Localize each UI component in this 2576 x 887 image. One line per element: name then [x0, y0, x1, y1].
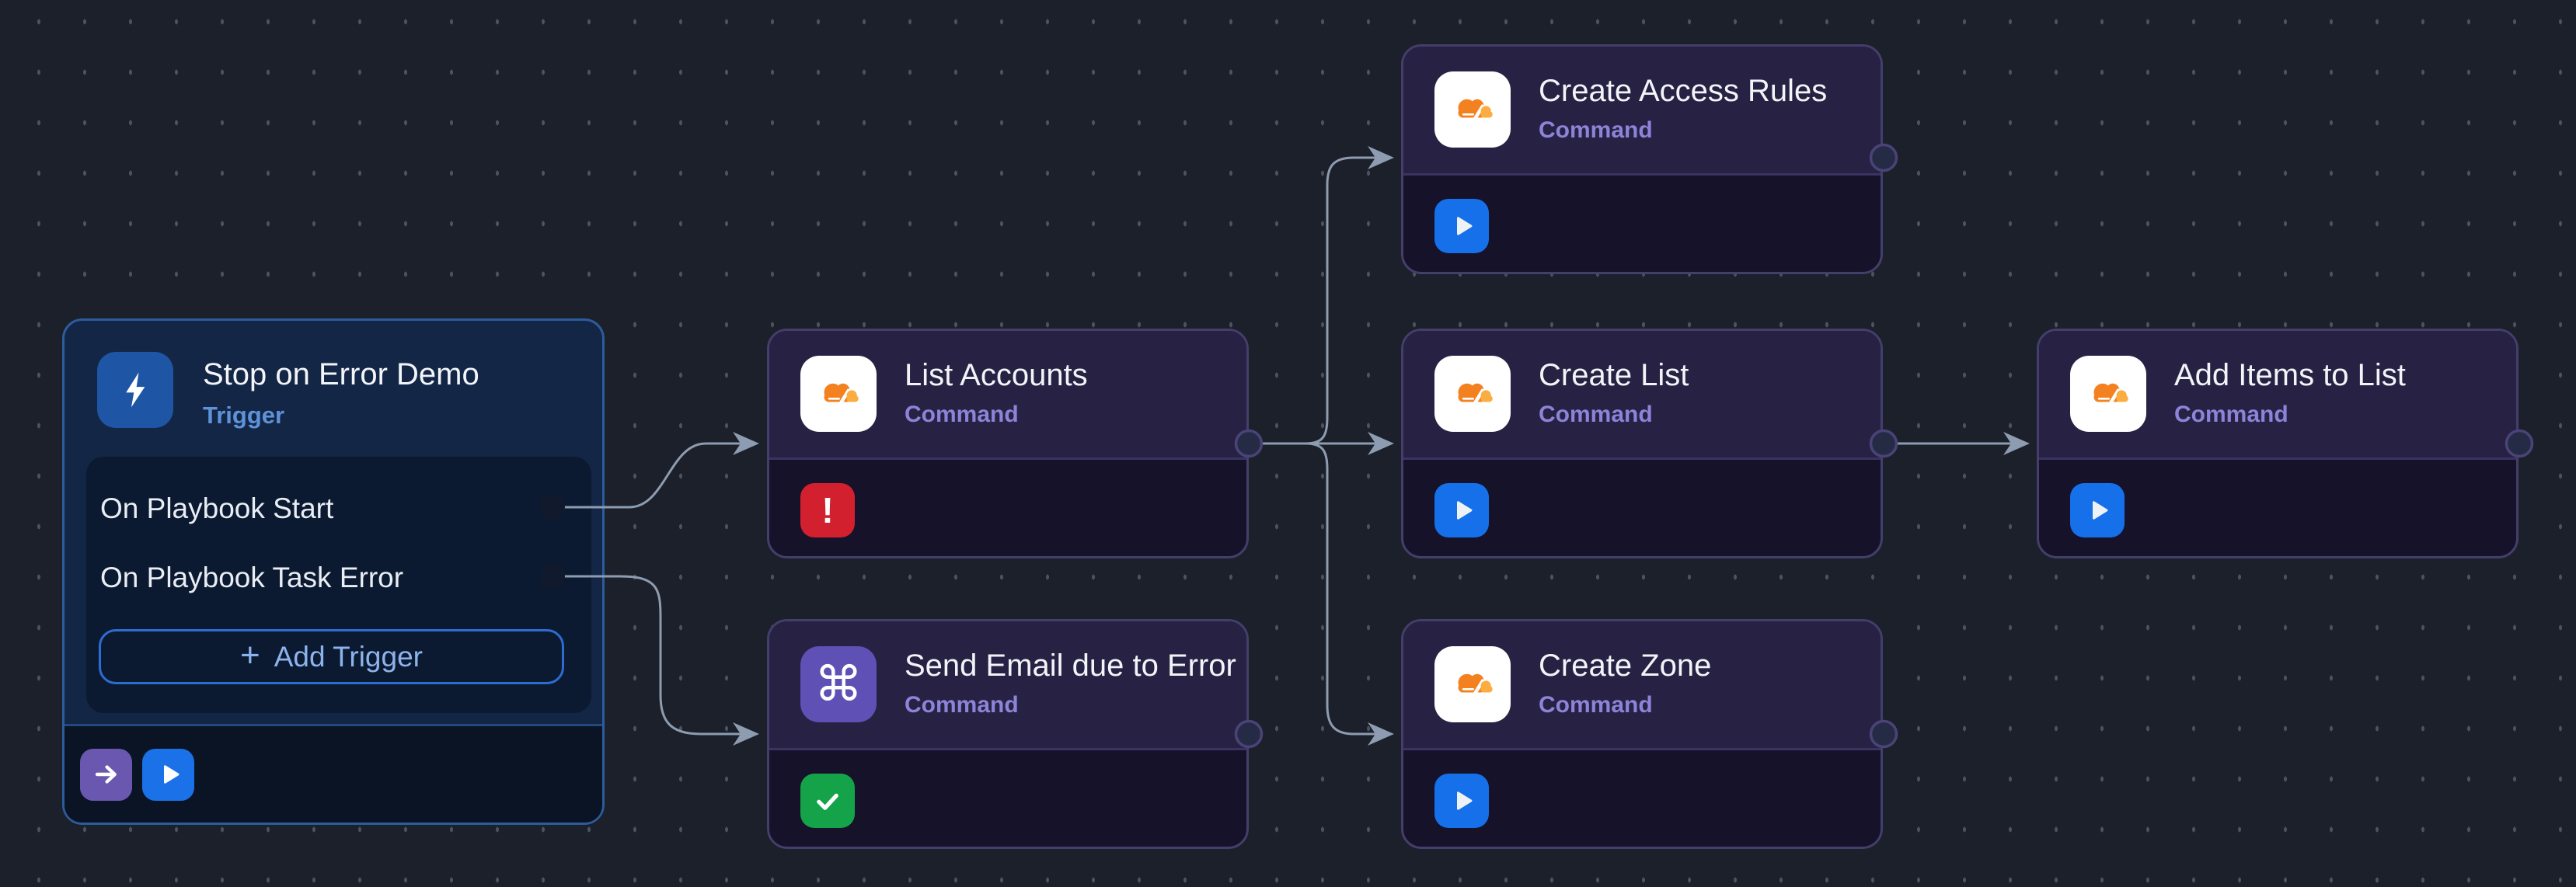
node-title: Create Access Rules [1539, 74, 1828, 108]
run-status-button[interactable] [1434, 483, 1489, 537]
node-header: Create Access Rules Command [1403, 47, 1881, 176]
node-trigger[interactable]: Stop on Error Demo Trigger On Playbook S… [62, 318, 605, 825]
trigger-header: Stop on Error Demo Trigger [64, 321, 602, 430]
node-title: Send Email due to Error [905, 649, 1236, 683]
node-title: Create List [1539, 358, 1689, 392]
arrowhead-icon [1368, 432, 1394, 455]
run-status-button[interactable] [1434, 774, 1489, 828]
run-trigger-button[interactable] [142, 748, 194, 801]
play-icon [1457, 791, 1473, 810]
plus-icon: + [240, 635, 260, 674]
lightning-icon [97, 352, 173, 428]
arrowhead-icon [733, 722, 759, 746]
trigger-footer [64, 724, 602, 823]
node-type-label: Command [905, 692, 1019, 718]
trigger-row-label: On Playbook Start [100, 492, 334, 524]
node-body [2039, 460, 2516, 556]
node-body [1403, 460, 1881, 556]
node-type-label: Command [1539, 402, 1653, 427]
edge-list-accounts-to-create-zone [1247, 442, 1377, 736]
node-header: Add Items to List Command [2039, 331, 2516, 460]
success-status-icon[interactable] [800, 774, 855, 828]
node-body [1403, 176, 1881, 272]
edge-list-accounts-to-create-access-rules [1247, 156, 1377, 445]
arrowhead-icon [733, 432, 759, 455]
add-trigger-label: Add Trigger [274, 640, 423, 673]
node-header: Create Zone Command [1403, 621, 1881, 750]
trigger-row-on-playbook-task-error[interactable]: On Playbook Task Error [100, 560, 591, 596]
cloudflare-icon [1434, 646, 1511, 722]
cloudflare-icon [2070, 356, 2146, 432]
trigger-row-on-playbook-start[interactable]: On Playbook Start [100, 491, 591, 527]
node-type-label: Command [905, 402, 1019, 427]
node-type-label: Command [2174, 402, 2288, 427]
error-status-icon[interactable]: ! [800, 483, 855, 537]
add-trigger-button[interactable]: + Add Trigger [99, 629, 564, 684]
command-key-icon: ⌘ [800, 646, 877, 722]
node-body [1403, 750, 1881, 847]
cloudflare-icon [1434, 356, 1511, 432]
node-title: Add Items to List [2174, 358, 2406, 392]
node-header: ⌘ Send Email due to Error Command [769, 621, 1246, 750]
trigger-row-label: On Playbook Task Error [100, 562, 404, 593]
node-title: List Accounts [905, 358, 1088, 392]
node-body [769, 750, 1246, 847]
node-header: List Accounts Command [769, 331, 1246, 460]
arrowhead-icon [1368, 722, 1394, 746]
cloudflare-icon [1434, 71, 1511, 148]
run-status-button[interactable] [2070, 483, 2125, 537]
run-status-button[interactable] [1434, 199, 1489, 253]
play-icon [2093, 501, 2108, 520]
node-send-email-due-to-error[interactable]: ⌘ Send Email due to Error Command [767, 619, 1249, 849]
trigger-type-label: Trigger [203, 402, 285, 429]
arrowhead-icon [1368, 146, 1394, 169]
node-add-items-to-list[interactable]: Add Items to List Command [2037, 329, 2518, 558]
node-body: ! [769, 460, 1246, 556]
node-create-zone[interactable]: Create Zone Command [1401, 619, 1883, 849]
arrow-right-icon [95, 765, 117, 784]
play-icon [1457, 217, 1473, 235]
play-icon [1457, 501, 1473, 520]
node-header: Create List Command [1403, 331, 1881, 460]
trigger-list-panel: On Playbook Start On Playbook Task Error… [86, 457, 591, 713]
node-title: Create Zone [1539, 649, 1712, 683]
node-list-accounts[interactable]: List Accounts Command ! [767, 329, 1249, 558]
node-create-access-rules[interactable]: Create Access Rules Command [1401, 44, 1883, 274]
arrowhead-icon [2003, 432, 2030, 455]
cloudflare-icon [800, 356, 877, 432]
node-type-label: Command [1539, 117, 1653, 143]
check-icon [817, 793, 838, 810]
step-into-button[interactable] [80, 748, 132, 801]
node-create-list[interactable]: Create List Command [1401, 329, 1883, 558]
node-type-label: Command [1539, 692, 1653, 718]
play-icon [163, 765, 179, 784]
trigger-title: Stop on Error Demo [203, 357, 479, 391]
